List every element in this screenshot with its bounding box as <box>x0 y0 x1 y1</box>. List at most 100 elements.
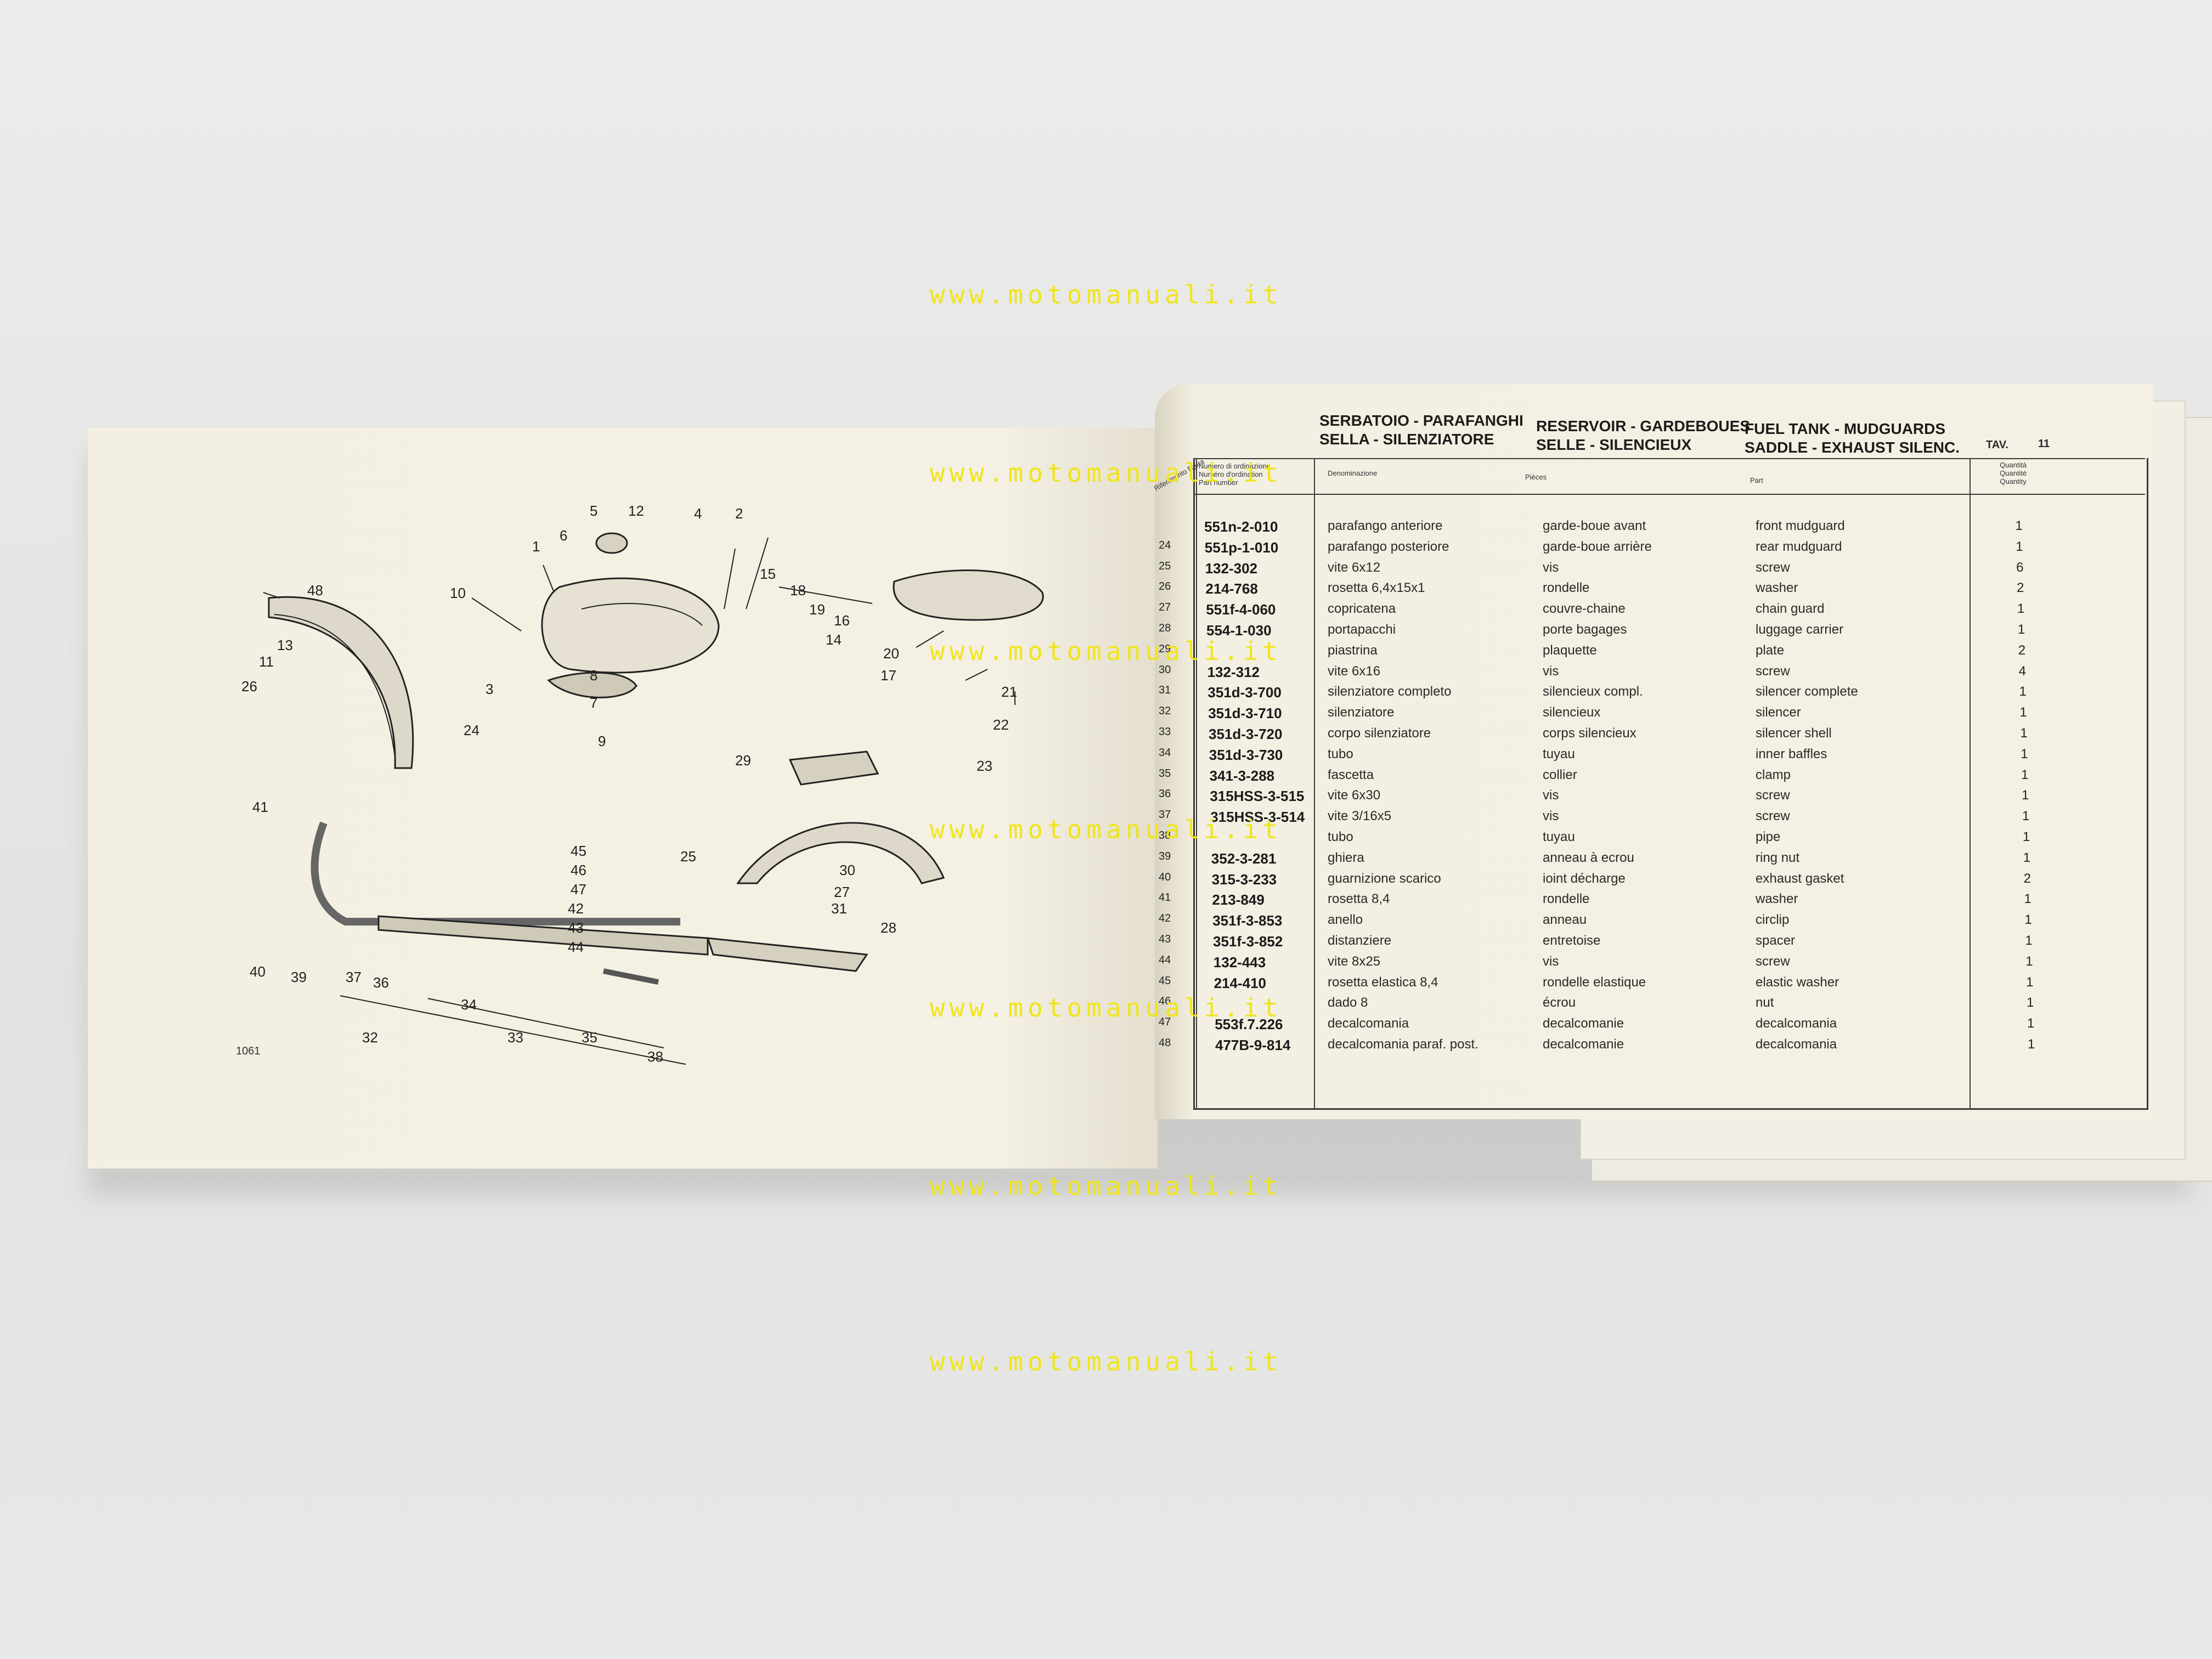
row-fig-number: 42 <box>1159 912 1171 925</box>
row-part-number: 214-410 <box>1214 974 1267 991</box>
row-name-english: silencer shell <box>1756 726 1832 741</box>
row-name-english: screw <box>1756 560 1790 575</box>
watermark-3: www.motomanuali.it <box>929 636 1283 666</box>
row-part-number: 351d-3-700 <box>1207 684 1282 701</box>
header-french: RESERVOIR - GARDEBOUES SELLE - SILENCIEU… <box>1536 417 1750 454</box>
callout-24: 24 <box>464 722 479 738</box>
row-part-number: 551f-4-060 <box>1206 601 1276 618</box>
row-name-french: vis <box>1543 663 1559 679</box>
row-quantity: 2 <box>2018 642 2026 658</box>
header-en-line2: SADDLE - EXHAUST SILENC. <box>1745 439 1960 456</box>
row-part-number: 551p-1-010 <box>1204 539 1279 556</box>
row-quantity: 1 <box>2024 912 2032 928</box>
callout-26: 26 <box>241 678 257 695</box>
watermark-5: www.motomanuali.it <box>929 993 1283 1023</box>
diagram-callouts: 1 2 3 4 5 6 7 8 9 10 11 12 13 14 15 16 1… <box>241 503 1017 1065</box>
row-quantity: 2 <box>2023 871 2031 886</box>
row-name-french: tuyau <box>1543 830 1575 844</box>
row-fig-number: 33 <box>1159 726 1171 738</box>
row-name-italian: vite 8x25 <box>1328 953 1381 969</box>
row-name-english: circlip <box>1756 912 1790 928</box>
row-fig-number: 45 <box>1159 974 1171 987</box>
row-name-english: screw <box>1756 953 1790 969</box>
row-name-french: decalcomanie <box>1543 1037 1624 1052</box>
callout-10: 10 <box>450 585 466 601</box>
row-part-number: 315HSS-3-514 <box>1210 809 1305 826</box>
table-header-rule <box>1193 494 2145 495</box>
row-part-number: 351d-3-710 <box>1208 705 1282 722</box>
callout-38: 38 <box>647 1048 663 1065</box>
callout-40: 40 <box>250 963 266 980</box>
fuel-tank-drawing <box>541 577 720 674</box>
row-name-english: clamp <box>1756 767 1791 782</box>
row-name-english: screw <box>1756 663 1790 679</box>
row-fig-number: 26 <box>1159 580 1171 593</box>
row-quantity: 1 <box>2022 830 2030 844</box>
callout-48: 48 <box>307 582 323 599</box>
row-name-french: porte bagages <box>1543 622 1627 637</box>
colhead-name-en: Part <box>1750 476 1763 484</box>
col-divider-fig <box>1196 458 1197 1108</box>
row-name-italian: rosetta 6,4x15x1 <box>1328 580 1425 596</box>
row-quantity: 1 <box>2019 684 2027 699</box>
exploded-parts-diagram: 1 2 3 4 5 6 7 8 9 10 11 12 13 14 15 16 1… <box>241 503 1044 1065</box>
row-fig-number: 27 <box>1159 601 1171 614</box>
row-name-french: ioint décharge <box>1543 871 1626 886</box>
callout-7: 7 <box>590 695 597 711</box>
row-name-italian: decalcomania <box>1328 1016 1409 1031</box>
row-quantity: 1 <box>2025 953 2033 969</box>
row-fig-number: 40 <box>1159 871 1171 883</box>
row-quantity: 2 <box>2017 580 2024 596</box>
callout-33: 33 <box>507 1029 523 1046</box>
row-quantity: 1 <box>2027 1016 2035 1031</box>
row-fig-number: 35 <box>1159 767 1171 780</box>
callout-19: 19 <box>809 601 825 618</box>
row-name-french: garde-boue avant <box>1543 518 1646 533</box>
colhead-qty: Quantità Quantité Quantity <box>2000 461 2027 486</box>
row-part-number: 315HSS-3-515 <box>1210 788 1305 805</box>
callout-3: 3 <box>486 681 493 697</box>
row-fig-number: 46 <box>1159 995 1171 1008</box>
callout-28: 28 <box>881 919 896 936</box>
exhaust-pipe-drawing <box>311 821 680 926</box>
row-quantity: 1 <box>2024 891 2032 907</box>
row-name-english: pipe <box>1756 830 1781 844</box>
callout-16: 16 <box>834 612 850 629</box>
callout-8: 8 <box>590 667 597 684</box>
col-divider-qty <box>1970 458 1971 1108</box>
row-quantity: 1 <box>2020 726 2028 741</box>
row-quantity: 1 <box>2021 767 2029 782</box>
row-name-italian: vite 6x30 <box>1328 788 1381 803</box>
row-name-french: couvre-chaine <box>1543 601 1626 617</box>
row-fig-number: 24 <box>1159 539 1171 551</box>
row-fig-number: 32 <box>1159 705 1171 718</box>
row-part-number: 351f-3-853 <box>1212 912 1283 929</box>
callout-31: 31 <box>831 900 847 917</box>
row-quantity: 1 <box>2017 622 2025 637</box>
callout-25: 25 <box>680 848 696 865</box>
row-name-italian: portapacchi <box>1328 622 1396 637</box>
row-quantity: 1 <box>2015 518 2023 533</box>
row-name-italian: anello <box>1328 912 1363 928</box>
col-divider-pn <box>1314 458 1315 1108</box>
row-fig-number: 37 <box>1159 809 1171 821</box>
header-fr-line2: SELLE - SILENCIEUX <box>1536 436 1692 453</box>
row-name-french: rondelle <box>1543 891 1590 907</box>
row-name-italian: ghiera <box>1328 850 1364 865</box>
row-name-english: screw <box>1756 788 1790 803</box>
tav-label: TAV. <box>1986 439 2008 451</box>
row-part-number: 132-302 <box>1205 560 1258 577</box>
row-name-english: elastic washer <box>1756 974 1839 990</box>
row-fig-number: 44 <box>1159 953 1171 966</box>
callout-15: 15 <box>760 566 776 582</box>
watermark-6: www.motomanuali.it <box>929 1171 1283 1201</box>
callout-39: 39 <box>291 969 307 985</box>
callout-22: 22 <box>993 716 1009 733</box>
row-fig-number: 34 <box>1159 746 1171 759</box>
tank-badge-drawing <box>547 672 637 698</box>
row-name-french: vis <box>1543 809 1559 824</box>
row-name-italian: piastrina <box>1328 642 1378 658</box>
watermark-1: www.motomanuali.it <box>929 280 1283 309</box>
callout-4: 4 <box>694 505 702 522</box>
row-name-italian: rosetta 8,4 <box>1328 891 1390 907</box>
